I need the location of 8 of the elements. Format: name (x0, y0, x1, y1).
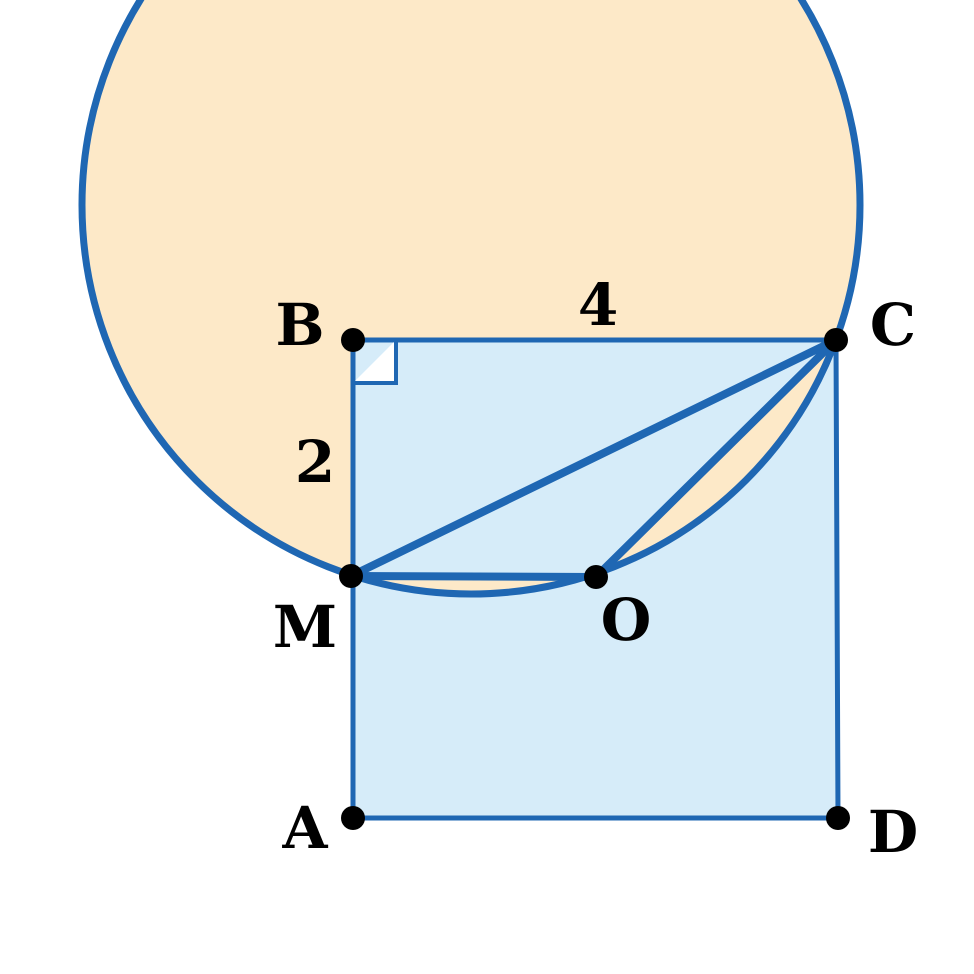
point-label: M (272, 598, 338, 656)
point-label: D (868, 803, 918, 861)
point-label: B (275, 296, 325, 354)
length-label: 4 (578, 276, 618, 334)
point-label: C (870, 296, 916, 354)
length-label: 2 (294, 433, 336, 491)
point-label: O (600, 591, 652, 649)
point-label: A (282, 799, 328, 857)
